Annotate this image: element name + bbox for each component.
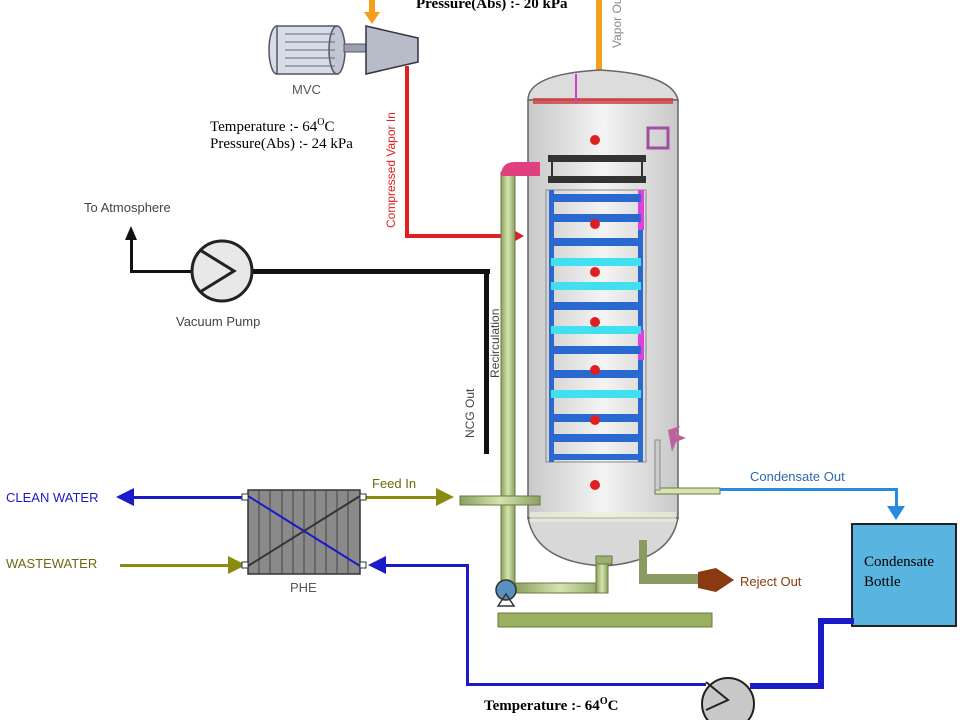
wastewater-label: WASTEWATER (6, 556, 98, 571)
condensate-pump (701, 677, 755, 720)
vapor-out-label: Vapor Out (610, 0, 624, 48)
vacuum-pump (190, 239, 254, 303)
mvc-unit (268, 25, 419, 75)
condensate-line (720, 488, 905, 520)
bottom-temp-degree: O (599, 696, 608, 707)
reject-out (698, 568, 734, 592)
condensate-bottle-label-line1: Condensate (864, 554, 934, 570)
recirculation-pipe (459, 162, 721, 594)
feed-line (366, 488, 454, 506)
compressed-vapor-in-label: Compressed Vapor In (384, 112, 398, 228)
to-atmosphere-label: To Atmosphere (84, 200, 171, 215)
bottom-temperature-label: Temperature :- 64OC (484, 696, 618, 715)
spray-nozzles (590, 135, 600, 490)
compressed-temperature-label: Temperature :- 64OC (210, 117, 334, 136)
phe-label: PHE (290, 580, 317, 595)
reject-out-label: Reject Out (740, 574, 802, 589)
compressed-temp-unit: C (324, 119, 335, 135)
wastewater-line (120, 556, 246, 574)
recirculation-label: Recirculation (488, 308, 502, 378)
ncg-out-label: NCG Out (463, 388, 477, 438)
clean-water-line (116, 488, 250, 506)
condensate-bottle (851, 523, 957, 627)
feed-in-label: Feed In (372, 476, 417, 491)
phe-heat-exchanger (241, 489, 367, 575)
top-pressure-label: Pressure(Abs) :- 20 kPa (416, 0, 568, 12)
mvc-label: MVC (292, 82, 321, 97)
compressed-temp-degree: O (317, 117, 325, 128)
return-line (368, 556, 854, 689)
vacuum-line (125, 226, 490, 454)
condensate-out-label: Condensate Out (750, 469, 845, 484)
recirculation-pump (495, 579, 517, 607)
compressor-inlet-line (364, 0, 380, 24)
bottom-temp-value: Temperature :- 64 (484, 698, 600, 714)
vessel-base (497, 612, 713, 628)
vapor-out-pipe (596, 0, 602, 74)
condensate-bottle-label-line2: Bottle (864, 574, 901, 590)
clean-water-label: CLEAN WATER (6, 490, 99, 505)
compressed-temp-value: Temperature :- 64 (210, 119, 318, 135)
vacuum-pump-label: Vacuum Pump (176, 314, 261, 329)
compressed-pressure-label: Pressure(Abs) :- 24 kPa (210, 136, 353, 152)
bottom-temp-unit: C (607, 698, 619, 714)
